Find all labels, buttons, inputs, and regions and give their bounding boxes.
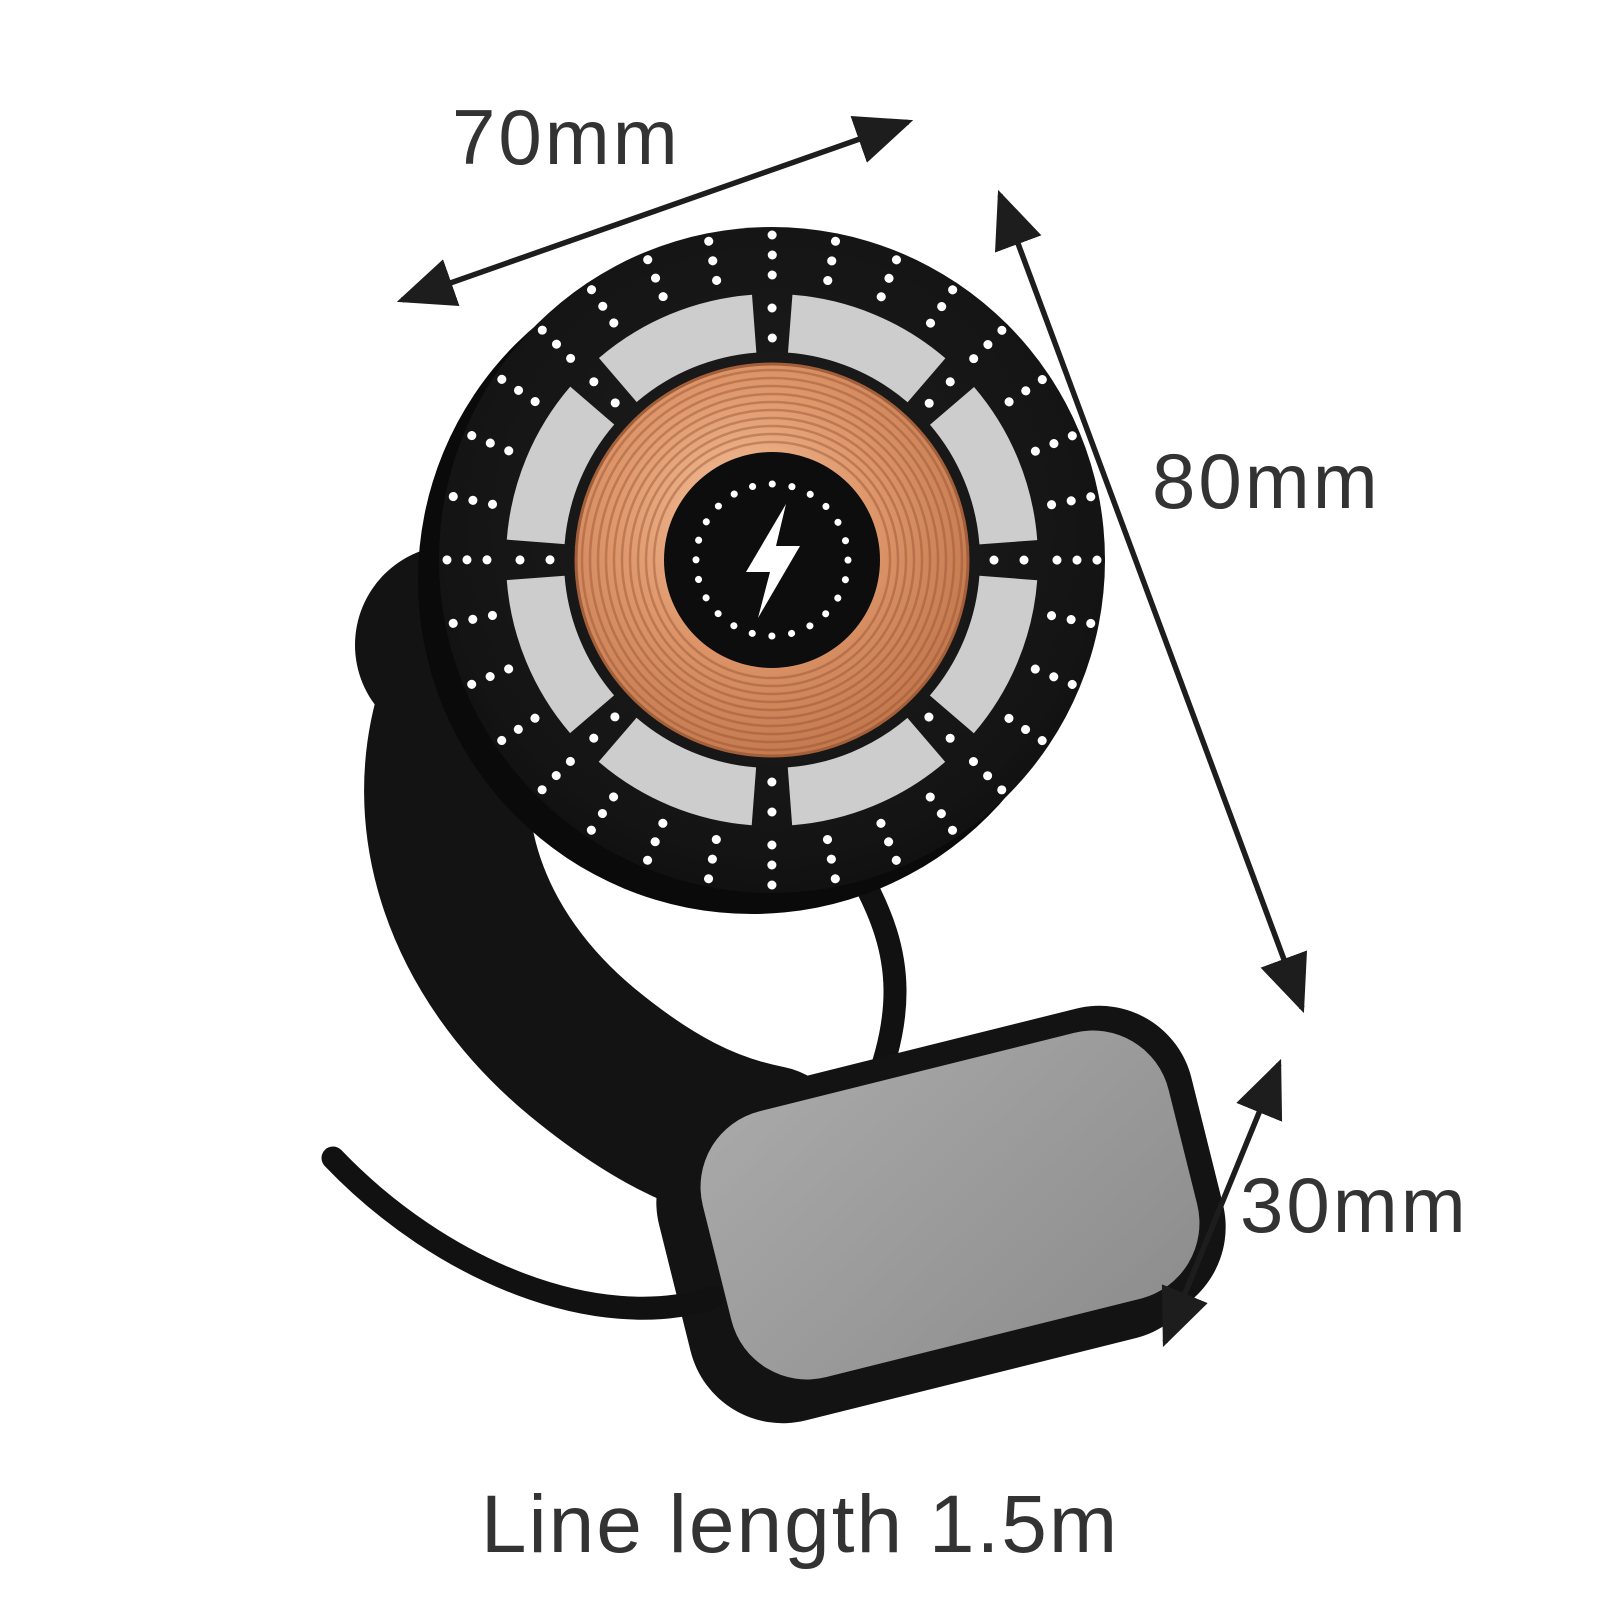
base-pad-surface (700, 1030, 1200, 1380)
suction-base (656, 1005, 1226, 1424)
height-dimension-label: 80mm (1152, 437, 1381, 525)
width-dimension-label: 70mm (452, 93, 681, 181)
lightning-bolt-icon (746, 504, 800, 618)
dimension-arrows (396, 115, 1308, 1348)
cable-length-note: Line length 1.5m (480, 1479, 1120, 1570)
width-dimension-arrow (396, 115, 914, 307)
center-dot-ring (692, 480, 852, 640)
depth-dimension-arrow (1161, 1058, 1283, 1348)
height-dimension-arrow (994, 189, 1308, 1014)
depth-dimension-label: 30mm (1240, 1161, 1469, 1249)
power-cable-lower (321, 1146, 724, 1320)
charging-pad (418, 227, 1105, 914)
